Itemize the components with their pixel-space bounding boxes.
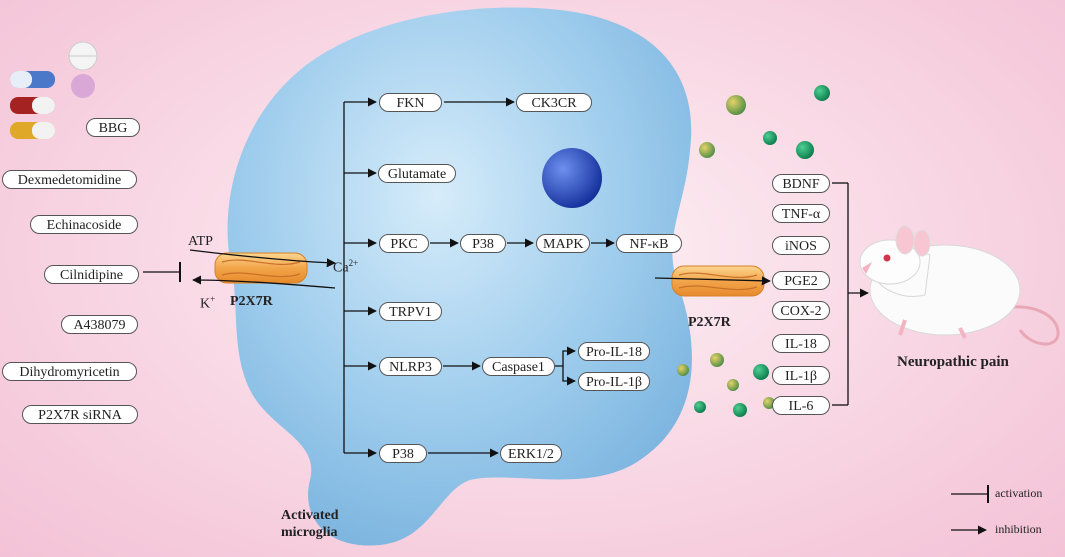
node-pkc: PKC xyxy=(379,234,429,253)
k-ion-label: K+ xyxy=(200,294,216,312)
mediator-cox-2: COX-2 xyxy=(772,301,830,320)
pill-icons xyxy=(10,41,98,139)
node-trpv1: TRPV1 xyxy=(379,302,442,321)
legend-activation-label: activation xyxy=(995,486,1043,500)
mediator-inos: iNOS xyxy=(772,236,830,255)
mediator-il-6: IL-6 xyxy=(772,396,830,415)
legend-inhibition-label: inhibition xyxy=(995,522,1042,536)
mediator-il-18: IL-18 xyxy=(772,334,830,353)
drug-p2x7r-sirna: P2X7R siRNA xyxy=(22,405,138,424)
node-glutamate: Glutamate xyxy=(378,164,456,183)
mediator-tnf-alpha: TNF-α xyxy=(772,204,830,223)
drug-cilnidipine: Cilnidipine xyxy=(44,265,139,284)
p2x7r-channel-right xyxy=(671,265,765,297)
node-nlrp3: NLRP3 xyxy=(379,357,442,376)
ca-ion-label: Ca2+ xyxy=(333,258,359,276)
mediator-pge2: PGE2 xyxy=(772,271,830,290)
rat-illustration xyxy=(859,225,1060,346)
cell-label-line2: microglia xyxy=(281,525,338,540)
node-p38-lower: P38 xyxy=(379,444,427,463)
mediator-il-1b: IL-1β xyxy=(772,366,830,385)
nucleus xyxy=(542,148,602,208)
node-fkn: FKN xyxy=(379,93,442,112)
drug-bbg: BBG xyxy=(86,118,140,137)
drug-dexmedetomidine: Dexmedetomidine xyxy=(2,170,137,189)
drug-dihydromyricetin: Dihydromyricetin xyxy=(2,362,137,381)
mediator-bdnf: BDNF xyxy=(772,174,830,193)
pathway-connectors xyxy=(143,97,989,535)
node-ck3cr: CK3CR xyxy=(516,93,592,112)
node-erk: ERK1/2 xyxy=(500,444,562,463)
drug-a438079: A438079 xyxy=(61,315,138,334)
drug-echinacoside: Echinacoside xyxy=(30,215,138,234)
p2x7r-label-left: P2X7R xyxy=(230,294,273,309)
node-caspase1: Caspase1 xyxy=(482,357,555,376)
p2x7r-label-right: P2X7R xyxy=(688,315,731,330)
node-pro-il-1b: Pro-IL-1β xyxy=(578,372,650,391)
node-nfkb: NF-κB xyxy=(616,234,682,253)
atp-label: ATP xyxy=(188,234,213,249)
outcome-label: Neuropathic pain xyxy=(897,354,1009,370)
cell-label-line1: Activated xyxy=(281,508,339,523)
node-mapk: MAPK xyxy=(536,234,590,253)
node-pro-il-18: Pro-IL-18 xyxy=(578,342,650,361)
released-mediator-particles xyxy=(677,85,830,417)
node-p38-upper: P38 xyxy=(460,234,506,253)
